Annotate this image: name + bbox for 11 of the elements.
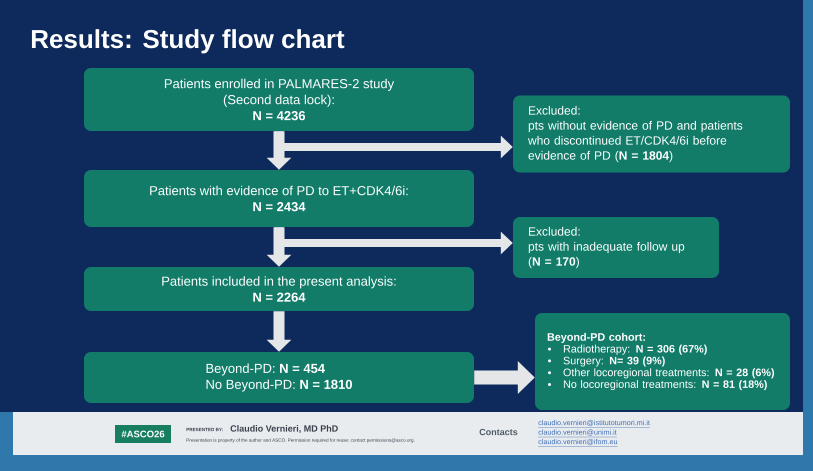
process-box: Patients included in the present analysis: N = 2264 [84, 267, 474, 311]
cohort-box: Beyond-PD cohort: Radiotherapy: N = 306 (67%) Surgery: N= 39 (9%) Other locoregional treatments: N = 28 (6%) No locoregional treatments: N = 81 (18%) [535, 313, 790, 410]
exclusion-box: Excluded: pts with inadequate follow up (N = 170) [513, 217, 719, 278]
hashtag-badge: #ASCO26 [115, 425, 171, 443]
process-box: Patients enrolled in PALMARES-2 study (Second data lock): N = 4236 [84, 68, 474, 131]
exclusion-box: Excluded: pts without evidence of PD and patients who discontinued ET/CDK4/6i before evidence of PD (N = 1804) [513, 96, 790, 172]
process-box: Patients with evidence of PD to ET+CDK4/6i: N = 2434 [84, 170, 474, 227]
process-box: Beyond-PD: N = 454 No Beyond-PD: N = 1810 [84, 352, 474, 403]
slide-title: Results: Study flow chart [32, 29, 344, 54]
presenter-name: Claudio Vernieri, MD PhD [230, 425, 338, 433]
contacts-label: Contacts [480, 428, 518, 436]
